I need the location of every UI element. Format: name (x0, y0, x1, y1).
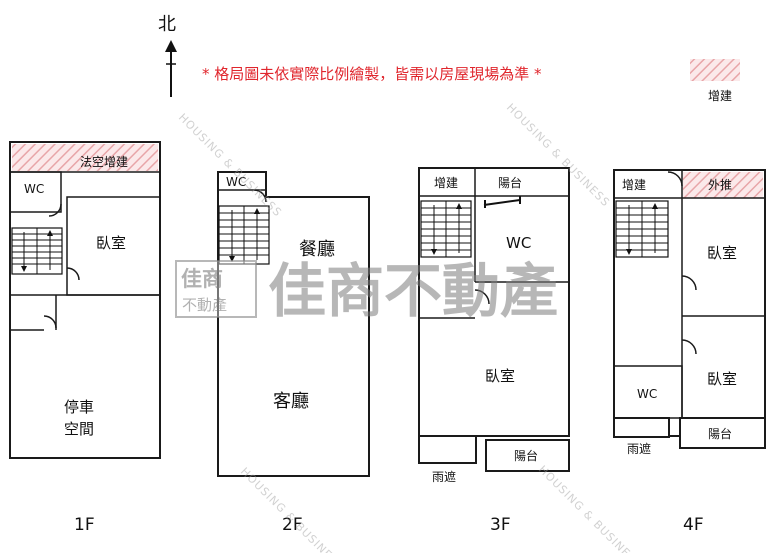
floor-3f: 增建 陽台 WC 臥室 雨遮 陽台 3F (418, 167, 570, 535)
watermark-tagline-4: HOUSING & BUSINESS (536, 463, 645, 553)
watermark-logo-top: 佳商 (181, 267, 223, 291)
floor-4f-label-addon: 增建 (622, 178, 646, 192)
floor-3f-label-bedroom: 臥室 (485, 367, 515, 385)
floor-4f-label-balcony: 陽台 (708, 426, 732, 441)
north-label: 北 (158, 14, 176, 35)
floor-1f: 法空增建 WC 臥室 停車 空間 1F (9, 141, 161, 535)
floor-3f-balcony-bottom (485, 439, 570, 472)
floor-4f-extension-area (683, 172, 763, 198)
floor-3f-label-wc: WC (506, 234, 531, 252)
floor-2f-outline (217, 171, 370, 477)
floor-3f-canopy (418, 435, 477, 464)
floor-1f-wc (9, 171, 62, 213)
disclaimer-notice: * 格局圖未依實際比例繪製，皆需以房屋現場為準 * (202, 65, 542, 83)
floor-4f-balcony (679, 417, 766, 449)
floor-4f-label-canopy: 雨遮 (627, 441, 651, 456)
floor-1f-label-parking-2: 空間 (64, 420, 94, 438)
floor-2f-title: 2F (282, 515, 303, 535)
floor-1f-label-parking-1: 停車 (64, 398, 94, 416)
floor-3f-outline (418, 167, 570, 437)
floor-1f-stairs (11, 227, 63, 275)
floor-4f: 增建 外推 臥室 WC 臥室 雨遮 陽台 4F (613, 169, 766, 535)
legend-label: 增建 (708, 89, 732, 103)
floor-2f-label-wc: WC (226, 175, 246, 189)
legend-swatch (690, 59, 740, 81)
floor-4f-stairs (615, 200, 669, 258)
legend: 增建 (690, 59, 740, 103)
north-arrow: 北 (158, 14, 177, 97)
floor-3f-label-balcony-bottom: 陽台 (514, 448, 538, 463)
floor-4f-canopy (613, 417, 670, 438)
floor-3f-label-canopy: 雨遮 (432, 469, 456, 484)
floor-2f: WC 餐廳 客廳 2F (217, 171, 370, 535)
floor-1f-label-addon: 法空增建 (80, 155, 128, 169)
floor-4f-outline (613, 169, 766, 437)
floor-4f-label-bedroom-1: 臥室 (707, 244, 737, 262)
floor-3f-label-addon: 增建 (434, 176, 458, 190)
floor-3f-title: 3F (490, 515, 511, 535)
floor-1f-addon-area (12, 144, 158, 171)
floor-1f-label-wc: WC (24, 182, 44, 196)
floor-4f-title: 4F (683, 515, 704, 535)
floor-3f-label-balcony-top: 陽台 (498, 175, 522, 190)
floor-2f-label-living: 客廳 (273, 391, 309, 412)
floor-4f-label-extension: 外推 (708, 178, 732, 192)
floor-1f-title: 1F (74, 515, 95, 535)
watermark-tagline-3: HOUSING & BUSINESS (238, 465, 347, 553)
floor-2f-label-dining: 餐廳 (299, 239, 335, 260)
floor-3f-stairs (420, 200, 472, 258)
floor-1f-label-bedroom: 臥室 (96, 234, 126, 252)
floor-4f-label-bedroom-2: 臥室 (707, 370, 737, 388)
floor-1f-outline (9, 141, 161, 459)
floor-4f-label-wc: WC (637, 387, 657, 401)
